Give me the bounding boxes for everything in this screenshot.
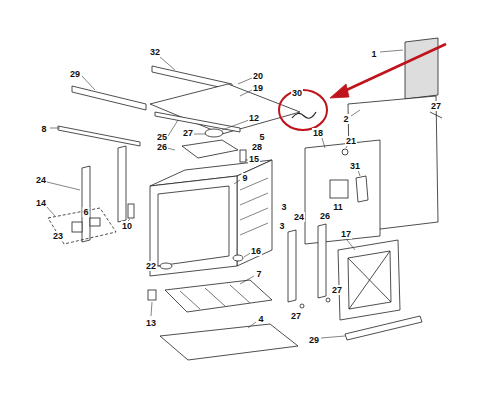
strip [155, 112, 240, 132]
screw [430, 112, 442, 118]
highlight-arrowhead [330, 84, 349, 98]
callout-number: 10 [121, 221, 133, 231]
callout-number: 7 [255, 269, 262, 279]
top-panel [150, 84, 300, 134]
cavity-opening [158, 186, 229, 266]
callout-number: 14 [35, 198, 47, 208]
callout-number: 8 [40, 124, 47, 134]
callout-number: 29 [308, 335, 320, 345]
callout-number: 26 [319, 211, 331, 221]
switch [90, 218, 100, 226]
callout-number: 28 [251, 142, 263, 152]
callout-number: 13 [145, 318, 157, 328]
callout-number: 6 [82, 207, 89, 217]
bumper [233, 255, 243, 261]
callout-number: 24 [35, 175, 47, 185]
group-outline [48, 208, 116, 244]
callout-number: 20 [252, 71, 264, 81]
callout-number: 17 [340, 229, 352, 239]
panel [405, 38, 438, 99]
callout-number: 27 [182, 128, 194, 138]
clip [128, 204, 134, 218]
callout-number: 19 [252, 83, 264, 93]
door-frame [338, 240, 400, 320]
callout-number: 9 [241, 173, 248, 183]
callout-number: 3 [278, 221, 285, 231]
callout-number: 11 [332, 202, 344, 212]
bottom-panel [160, 324, 298, 360]
callout-number: 30 [291, 88, 303, 98]
callout-number: 26 [156, 142, 168, 152]
slide [82, 166, 90, 242]
callout-number: 21 [345, 136, 357, 146]
callout-number: 2 [342, 114, 349, 124]
slide [118, 146, 126, 222]
motor [182, 140, 238, 158]
bumper [160, 263, 172, 269]
callout-number: 3 [280, 202, 287, 212]
fitting [342, 149, 348, 155]
clip [148, 290, 156, 300]
fan [205, 129, 223, 137]
callout-number: 12 [248, 113, 260, 123]
rack [165, 280, 272, 312]
door-window [348, 251, 391, 309]
callout-number: 29 [69, 69, 81, 79]
leader-lines [46, 50, 403, 338]
trim-bar [345, 316, 422, 340]
callout-number: 27 [430, 101, 442, 111]
callout-number: 24 [293, 212, 305, 222]
highlight-arrow [340, 44, 446, 93]
callout-number: 1 [370, 49, 377, 59]
rear-panel [305, 140, 380, 244]
rack-guides [240, 178, 268, 235]
slide [288, 230, 296, 302]
window [330, 180, 348, 198]
cavity-front [150, 176, 237, 276]
cavity-side [237, 160, 272, 266]
callout-number: 31 [349, 161, 361, 171]
callout-number: 16 [250, 246, 262, 256]
callout-number: 18 [312, 128, 324, 138]
callout-number: 4 [257, 314, 264, 324]
callout-number: 27 [290, 311, 302, 321]
trim-bar [72, 86, 146, 110]
slide [318, 224, 326, 298]
callout-number: 32 [149, 47, 161, 57]
callout-number: 27 [331, 285, 343, 295]
callout-number: 22 [145, 261, 157, 271]
bracket [356, 176, 368, 202]
rack-bars [180, 285, 250, 309]
switch [72, 222, 82, 232]
strip [58, 126, 140, 146]
callout-number: 5 [258, 132, 265, 142]
callout-number: 25 [156, 132, 168, 142]
callout-number: 15 [248, 154, 260, 164]
callout-number: 23 [52, 231, 64, 241]
wire [292, 112, 316, 118]
